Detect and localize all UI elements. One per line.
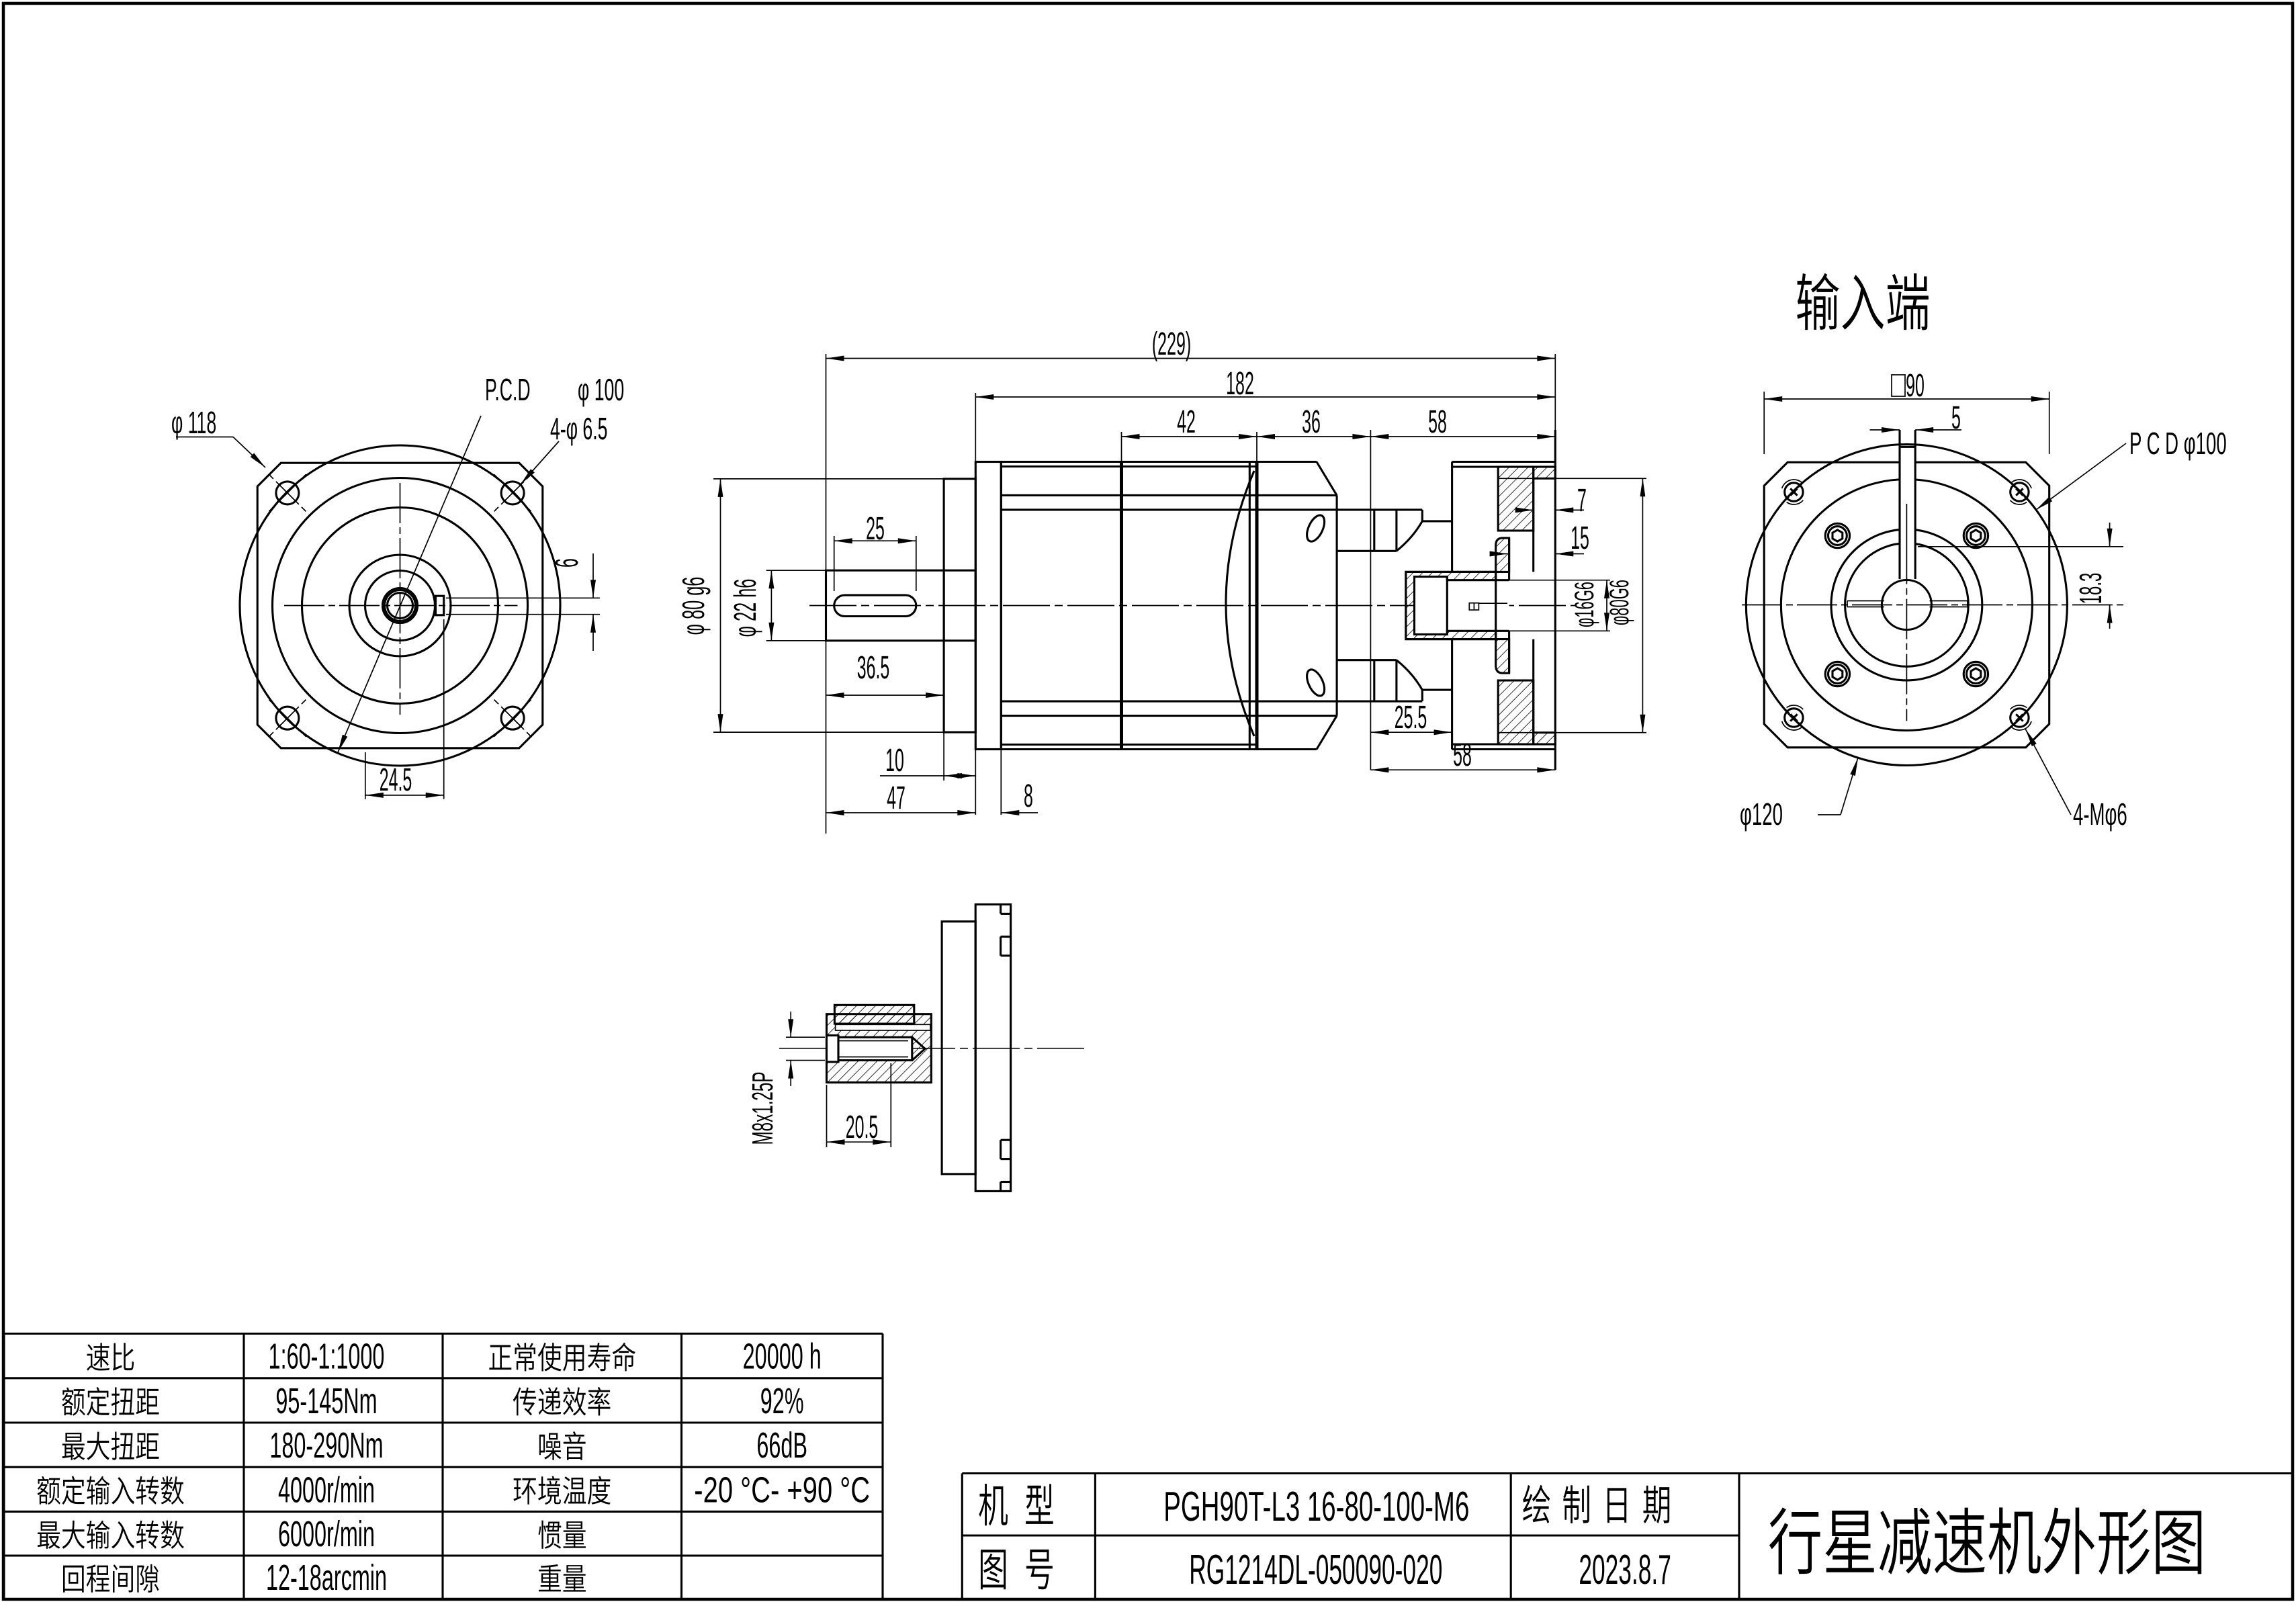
svg-text:4000r/min: 4000r/min bbox=[278, 1470, 375, 1510]
svg-text:20.5: 20.5 bbox=[846, 1109, 879, 1145]
svg-text:RG1214DL-050090-020: RG1214DL-050090-020 bbox=[1189, 1546, 1442, 1593]
svg-text:(229): (229) bbox=[1152, 326, 1191, 362]
svg-text:5: 5 bbox=[1951, 400, 1961, 436]
svg-text:36: 36 bbox=[1302, 404, 1321, 440]
svg-text:42: 42 bbox=[1177, 404, 1196, 440]
svg-text:180-290Nm: 180-290Nm bbox=[269, 1426, 383, 1466]
svg-text:58: 58 bbox=[1428, 404, 1447, 440]
svg-text:4-Mφ6: 4-Mφ6 bbox=[2073, 798, 2127, 832]
svg-text:24.5: 24.5 bbox=[380, 762, 412, 798]
svg-text:20000 h: 20000 h bbox=[743, 1337, 822, 1376]
svg-text:10: 10 bbox=[885, 742, 904, 778]
svg-text:25: 25 bbox=[866, 510, 885, 547]
svg-text:φ 118: φ 118 bbox=[171, 405, 216, 439]
svg-text:PGH90T-L3 16-80-100-M6: PGH90T-L3 16-80-100-M6 bbox=[1163, 1483, 1469, 1530]
svg-text:φ 22 h6: φ 22 h6 bbox=[727, 579, 762, 637]
svg-text:8: 8 bbox=[1024, 778, 1033, 814]
svg-text:25.5: 25.5 bbox=[1395, 699, 1427, 735]
svg-text:φ 100: φ 100 bbox=[578, 372, 624, 406]
svg-text:7: 7 bbox=[1577, 482, 1587, 519]
svg-text:2023.8.7: 2023.8.7 bbox=[1579, 1546, 1671, 1593]
svg-text:182: 182 bbox=[1226, 365, 1254, 402]
svg-text:1:60-1:1000: 1:60-1:1000 bbox=[269, 1337, 385, 1376]
svg-text:90: 90 bbox=[1906, 367, 1925, 404]
svg-text:47: 47 bbox=[887, 780, 906, 816]
svg-text:95-145Nm: 95-145Nm bbox=[275, 1382, 377, 1421]
svg-text:M8x1.25P: M8x1.25P bbox=[746, 1072, 779, 1145]
svg-text:18.3: 18.3 bbox=[2074, 573, 2108, 605]
svg-text:φ 80 g6: φ 80 g6 bbox=[676, 577, 711, 635]
svg-text:58: 58 bbox=[1453, 737, 1472, 773]
svg-text:12-18arcmin: 12-18arcmin bbox=[266, 1558, 387, 1598]
svg-text:6: 6 bbox=[549, 558, 585, 568]
svg-text:6000r/min: 6000r/min bbox=[278, 1515, 375, 1554]
svg-text:92%: 92% bbox=[760, 1382, 804, 1421]
svg-text:φ16G6: φ16G6 bbox=[1569, 582, 1599, 627]
svg-text:φ80G6: φ80G6 bbox=[1604, 580, 1634, 625]
svg-text:-20 °C- +90 °C: -20 °C- +90 °C bbox=[694, 1470, 870, 1511]
svg-text:36.5: 36.5 bbox=[857, 650, 890, 686]
svg-text:66dB: 66dB bbox=[756, 1426, 807, 1466]
svg-text:P.C.D: P.C.D bbox=[485, 372, 531, 406]
svg-text:φ120: φ120 bbox=[1740, 798, 1783, 832]
svg-text:15: 15 bbox=[1571, 520, 1589, 556]
svg-text:P C D φ100: P C D φ100 bbox=[2129, 427, 2227, 461]
svg-text:4-φ 6.5: 4-φ 6.5 bbox=[550, 411, 608, 445]
